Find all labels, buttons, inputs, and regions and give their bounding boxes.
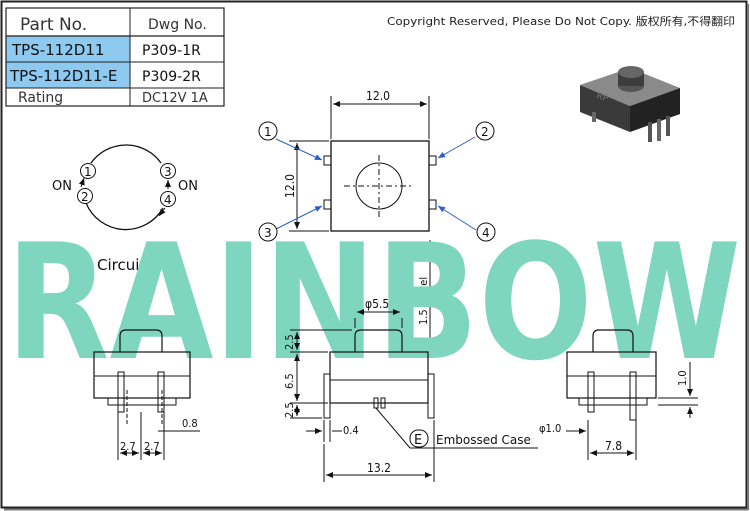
dim-pitch-a: 2.7 (120, 440, 136, 453)
dim-front-mid: 6.5 (283, 373, 296, 389)
dim-pitch-b: 2.7 (144, 440, 160, 453)
rating-label: Rating (18, 90, 63, 106)
embossed-mark: E (414, 433, 422, 448)
dim-pin-pitch: 7.8 (605, 439, 622, 453)
callout-2: 2 (481, 125, 489, 139)
callout-1-circle (258, 121, 278, 141)
callout-1: 1 (264, 125, 272, 139)
top-view-callouts (275, 136, 477, 231)
embossed-label: Embossed Case (436, 433, 531, 447)
dwg-number-2: P309-2R (142, 69, 201, 85)
dim-top-width: 12.0 (366, 89, 390, 103)
left-side-view (93, 329, 200, 460)
circuit-label: Circuit (97, 256, 145, 274)
part-number-1: TPS-112D11 (11, 41, 104, 59)
circuit-on-right: ON (178, 179, 198, 194)
dim-standoff: 1.0 (676, 370, 689, 386)
circuit-pin-1: 1 (84, 165, 92, 179)
circuit-on-left: ON (52, 179, 72, 194)
dwg-number-1: P309-1R (142, 43, 201, 59)
dim-hole-diameter: φ1.0 (539, 422, 561, 435)
copyright-notice: Copyright Reserved, Please Do Not Copy. … (387, 14, 735, 28)
dim-front-bottom: 2.5 (283, 402, 296, 418)
dim-pin-width: 0.4 (343, 424, 359, 437)
callout-3: 3 (264, 226, 272, 240)
header-part-no: Part No. (20, 15, 87, 35)
front-view (290, 309, 538, 482)
callout-2-circle (475, 121, 495, 141)
rating-value: DC12V 1A (142, 91, 208, 106)
top-view (289, 96, 437, 340)
part-number-2: TPS-112D11-E (9, 67, 117, 85)
dim-top-height: 12.0 (283, 174, 297, 198)
circuit-pin-2: 2 (81, 190, 89, 204)
dim-actuator-diameter: φ5.5 (365, 297, 389, 311)
embossed-mark-box (409, 429, 429, 448)
circuit-pin-3: 3 (164, 165, 172, 179)
svg-text:RP: RP (595, 91, 610, 104)
dim-front-top: 2.5 (283, 334, 296, 350)
dim-pin-thickness: 0.8 (182, 417, 198, 430)
circuit-pin-4: 4 (164, 193, 172, 207)
tactile-switch-photo-icon: RP (580, 66, 680, 142)
dim-travel: 1.5 Travel (417, 277, 430, 325)
title-block: Part No. Dwg No. TPS-112D11 P309-1R TPS-… (5, 7, 225, 107)
right-side-view (566, 329, 698, 460)
callout-4: 4 (482, 226, 490, 240)
dim-total-width: 13.2 (367, 461, 391, 475)
watermark-text: RAINBOW (6, 209, 741, 396)
header-dwg-no: Dwg No. (148, 17, 207, 33)
circuit-diagram (77, 144, 176, 231)
callout-3-circle (258, 222, 278, 242)
callout-4-circle (476, 222, 496, 242)
